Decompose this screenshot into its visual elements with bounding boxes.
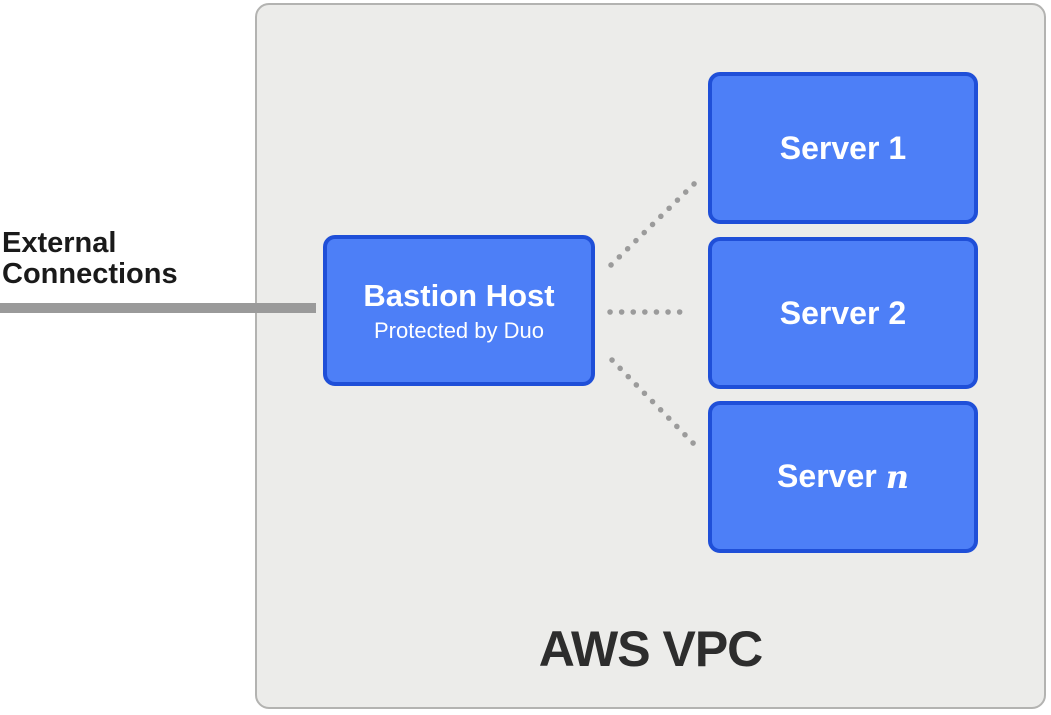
bastion-host-node: Bastion Host Protected by Duo [323,235,595,386]
server-2-suffix: 2 [888,294,907,331]
server-1-node: Server 1 [708,72,978,224]
server-n-name: Server [777,458,877,494]
server-2-label: Server 2 [780,295,906,332]
server-n-node: Server n [708,401,978,553]
external-connections-label: External Connections [2,227,178,290]
bastion-host-title: Bastion Host [363,277,555,313]
server-n-label: Server n [777,458,909,496]
server-1-name: Server [779,129,880,166]
server-2-node: Server 2 [708,237,978,389]
bastion-host-subtitle: Protected by Duo [374,317,544,343]
external-connector-line [0,303,316,313]
server-1-suffix: 1 [888,129,907,166]
server-n-suffix: n [885,458,909,496]
aws-vpc-label: AWS VPC [538,621,764,677]
server-1-label: Server 1 [780,130,906,167]
server-2-name: Server [779,294,880,331]
